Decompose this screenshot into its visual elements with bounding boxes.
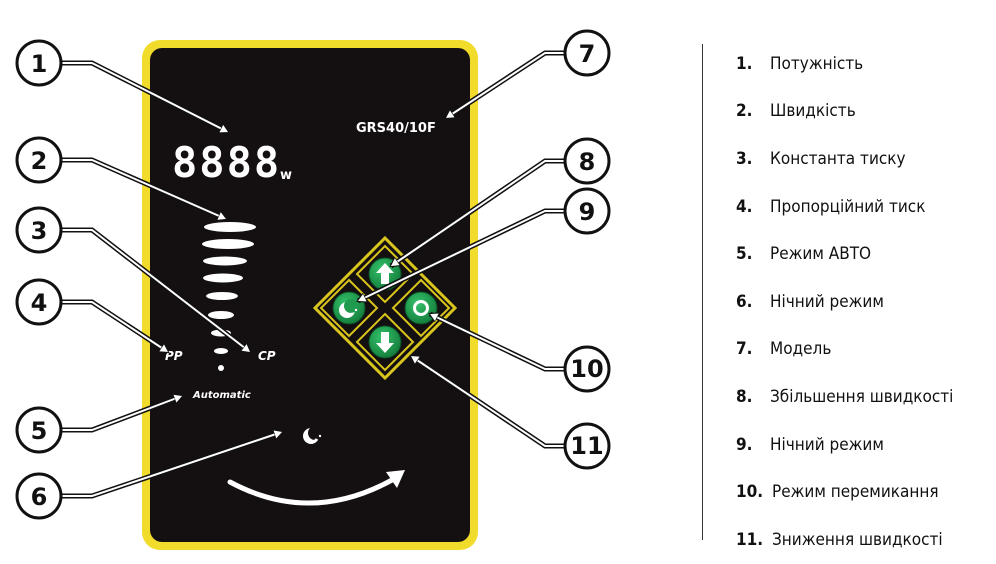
legend-number: 5.	[736, 244, 753, 265]
svg-text:6: 6	[31, 483, 48, 511]
legend-label: Константа тиску	[770, 148, 906, 169]
legend-number: 7.	[736, 339, 753, 360]
svg-text:11: 11	[570, 432, 603, 460]
speed-bars	[202, 222, 256, 371]
power-unit: w	[280, 168, 292, 183]
legend-item: 2. Швидкість	[736, 88, 953, 136]
legend-number: 8.	[736, 386, 753, 407]
legend-number: 1.	[736, 53, 753, 74]
legend-label: Режим АВТО	[770, 244, 872, 265]
callout-10: 10	[563, 345, 611, 393]
callout-11: 11	[563, 422, 611, 470]
legend-item: 8. Збільшення швидкості	[736, 373, 953, 421]
power-icon	[413, 300, 429, 316]
model-label: GRS40/10F	[356, 121, 436, 136]
callout-4: 4	[15, 278, 63, 326]
callout-1: 1	[15, 39, 63, 87]
svg-text:8: 8	[579, 148, 596, 176]
legend-item: 3. Константа тиску	[736, 135, 953, 183]
legend-item: 9. Нічний режим	[736, 421, 953, 469]
legend-label: Режим перемикання	[772, 482, 939, 503]
legend-label: Зниження швидкості	[772, 529, 943, 550]
legend-number: 10.	[736, 482, 764, 503]
panel-face	[150, 48, 470, 542]
automatic-label: Automatic	[192, 390, 251, 401]
arrow-up-icon	[376, 263, 394, 284]
speed-bar	[218, 365, 224, 371]
legend-item: 7. Модель	[736, 326, 953, 374]
keypad	[312, 235, 458, 381]
speed-bar	[203, 256, 247, 266]
callout-5: 5	[15, 406, 63, 454]
night-mode-indicator-icon	[303, 426, 322, 444]
legend-number: 4.	[736, 196, 753, 217]
legend-number: 3.	[736, 148, 753, 169]
callout-7: 7	[563, 29, 611, 77]
speed-bar	[206, 292, 238, 300]
arrow-down-icon	[376, 332, 394, 353]
legend-item: 5. Режим АВТО	[736, 230, 953, 278]
legend-item: 10. Режим перемикання	[736, 468, 953, 516]
svg-text:10: 10	[570, 355, 603, 383]
legend-label: Модель	[770, 339, 832, 360]
cp-label: CP	[258, 349, 276, 363]
svg-text:5: 5	[31, 417, 48, 445]
legend-number: 6.	[736, 291, 753, 312]
legend-label: Пропорційний тиск	[770, 196, 926, 217]
speed-bar	[202, 239, 254, 249]
legend: 1. Потужність 2. Швидкість 3. Константа тис…	[736, 40, 953, 564]
svg-text:3: 3	[31, 217, 48, 245]
leader-lines-inner	[62, 52, 564, 497]
callout-3: 3	[15, 206, 63, 254]
power-display: 8888	[172, 138, 281, 187]
rotation-arrow-icon	[227, 477, 395, 506]
svg-text:7: 7	[579, 40, 596, 68]
callout-9: 9	[563, 187, 611, 235]
legend-label: Нічний режим	[770, 291, 884, 312]
control-panel-diagram: 8888 w GRS40/10F PP CP Automatic	[15, 29, 611, 550]
legend-label: Швидкість	[770, 101, 856, 122]
svg-text:4: 4	[31, 289, 48, 317]
speed-down-button[interactable]	[368, 325, 402, 359]
callout-2: 2	[15, 136, 63, 184]
speed-bar	[208, 311, 234, 319]
legend-item: 1. Потужність	[736, 40, 953, 88]
svg-text:2: 2	[31, 147, 48, 175]
legend-divider	[702, 44, 703, 540]
legend-label: Потужність	[770, 53, 864, 74]
speed-bar	[203, 273, 243, 283]
svg-text:9: 9	[579, 198, 596, 226]
moon-icon	[339, 299, 358, 318]
callout-8: 8	[563, 137, 611, 185]
speed-bar	[204, 222, 256, 232]
callout-6: 6	[15, 472, 63, 520]
legend-label: Збільшення швидкості	[770, 386, 954, 407]
legend-item: 4. Пропорційний тиск	[736, 183, 953, 231]
speed-bar	[214, 348, 228, 354]
svg-text:1: 1	[31, 50, 48, 78]
legend-item: 6. Нічний режим	[736, 278, 953, 326]
legend-number: 2.	[736, 101, 753, 122]
night-mode-button[interactable]	[332, 291, 366, 325]
legend-label: Нічний режим	[770, 434, 884, 455]
legend-item: 11. Зниження швидкості	[736, 516, 953, 564]
legend-number: 11.	[736, 529, 764, 550]
rotation-arrow-head	[386, 470, 405, 488]
mode-switch-button[interactable]	[404, 291, 438, 325]
legend-number: 9.	[736, 434, 753, 455]
